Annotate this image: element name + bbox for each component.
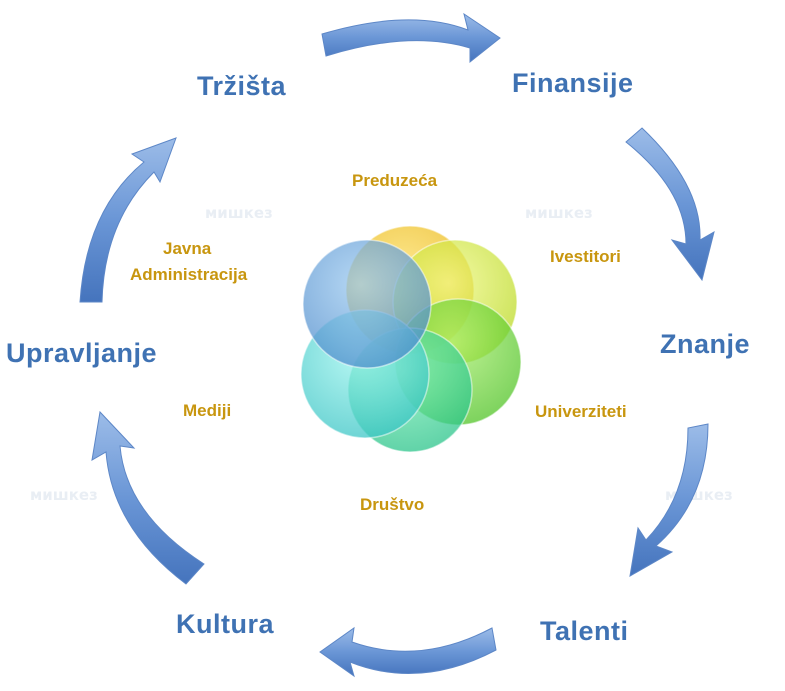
arrow-finansije-znanje xyxy=(625,127,715,282)
center-circles xyxy=(300,225,522,453)
arrow-kultura-upravljanje xyxy=(91,410,205,585)
label-drustvo: Društvo xyxy=(360,495,424,514)
arrow-talenti-kultura xyxy=(319,626,497,678)
watermark-ghost: мишкез xyxy=(525,204,593,222)
label-finansije: Finansije xyxy=(512,68,634,98)
label-znanje: Znanje xyxy=(660,329,750,359)
label-kultura: Kultura xyxy=(176,609,274,639)
label-univerziteti: Univerziteti xyxy=(535,402,627,421)
label-javna-line2: Administracija xyxy=(130,265,248,284)
watermark-ghost: мишкез xyxy=(30,486,98,504)
arrow-trzista-finansije xyxy=(321,12,501,64)
arrow-znanje-talenti xyxy=(629,423,709,577)
label-preduzeca: Preduzeća xyxy=(352,171,438,190)
circle-blue xyxy=(302,239,432,369)
label-upravljanje: Upravljanje xyxy=(6,338,157,368)
watermark-ghost: мишкез xyxy=(205,204,273,222)
label-trzista: Tržišta xyxy=(197,71,287,101)
label-ivestitori: Ivestitori xyxy=(550,247,621,266)
arrow-upravljanje-trzista xyxy=(79,137,177,303)
label-talenti: Talenti xyxy=(540,616,629,646)
label-mediji: Mediji xyxy=(183,401,231,420)
cycle-arrows xyxy=(79,12,715,678)
label-javna-line1: Javna xyxy=(163,239,212,258)
